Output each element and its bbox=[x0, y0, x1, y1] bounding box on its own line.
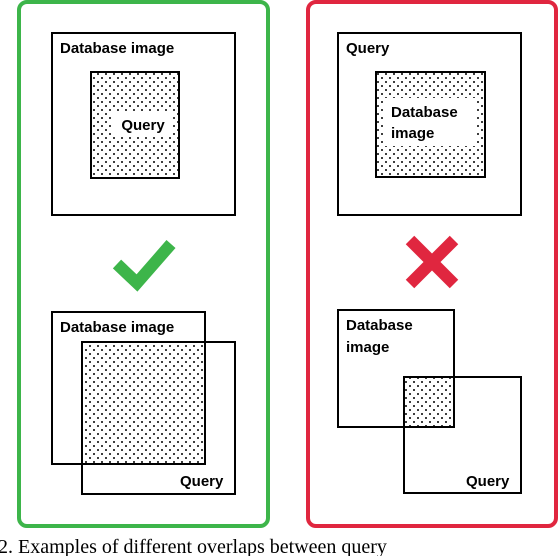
database-image-label: Database image bbox=[60, 40, 174, 57]
figure-caption: 2. Examples of different overlaps betwee… bbox=[0, 536, 387, 556]
database-label-bg bbox=[383, 98, 475, 146]
query-label-bg bbox=[113, 112, 173, 136]
query-box bbox=[337, 32, 522, 216]
database-image-label: Database image bbox=[60, 319, 174, 336]
query-box bbox=[81, 341, 236, 495]
database-label-bg bbox=[56, 316, 196, 338]
overlap-dotted-area bbox=[82, 342, 205, 464]
valid-nested-example: Database image Query bbox=[51, 32, 236, 216]
check-icon bbox=[112, 240, 176, 292]
valid-examples-panel: Database image Query Database image Quer… bbox=[17, 0, 270, 528]
database-label-line1: Database bbox=[391, 104, 458, 121]
database-label-line1: Database bbox=[346, 317, 413, 334]
valid-panel-border bbox=[17, 0, 270, 528]
invalid-examples-panel: Query Database image Database image Quer… bbox=[306, 0, 558, 528]
query-label: Query bbox=[466, 473, 510, 490]
query-box bbox=[403, 376, 522, 494]
invalid-overlap-example: Database image Query bbox=[337, 309, 522, 494]
database-image-box bbox=[51, 32, 236, 216]
invalid-panel-border bbox=[306, 0, 558, 528]
overlap-dotted-area bbox=[404, 377, 454, 427]
query-label: Query bbox=[121, 117, 165, 134]
query-label: Query bbox=[180, 473, 224, 490]
database-label-line2: image bbox=[391, 125, 434, 142]
database-label-line2: image bbox=[346, 339, 389, 356]
cross-icon bbox=[405, 235, 459, 289]
database-image-box bbox=[337, 309, 455, 428]
query-label: Query bbox=[346, 40, 390, 57]
database-image-box bbox=[51, 311, 206, 465]
valid-overlap-example: Database image Query bbox=[51, 311, 236, 495]
invalid-nested-example: Query Database image bbox=[337, 32, 522, 216]
